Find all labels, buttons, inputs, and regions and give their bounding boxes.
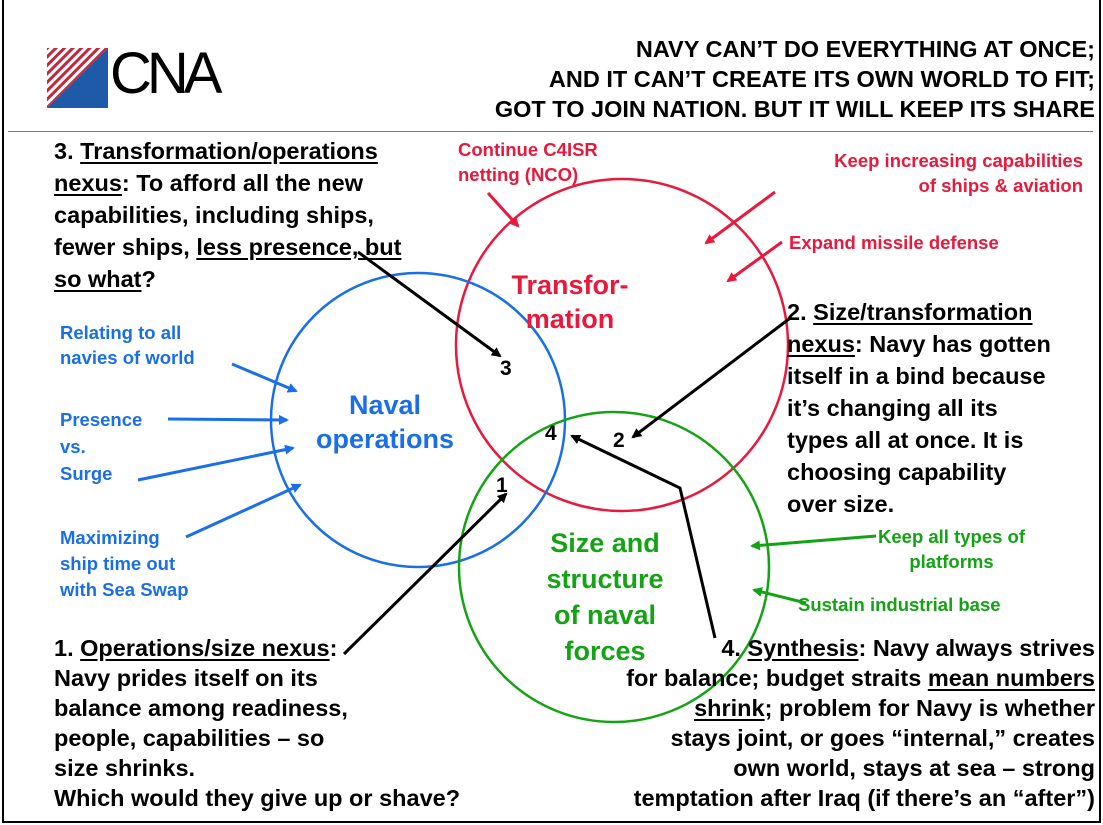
nexus-2-text: 2. Size/transformation nexus: Navy has g…	[787, 299, 1051, 517]
number-4: 4	[545, 422, 557, 445]
note-presence-surge: Presence vs. Surge	[60, 409, 143, 484]
operations-label: Naval operations	[315, 390, 455, 454]
note-platforms: Keep all types of platforms	[878, 526, 1026, 572]
nexus-1-text: 1. Operations/size nexus: Navy prides it…	[54, 635, 461, 811]
black-arrow-2	[631, 317, 790, 439]
synthesis-text: 4. Synthesis: Navy always strives for ba…	[626, 635, 1095, 811]
green-arrow-industrial	[752, 587, 807, 605]
red-arrow-missile	[726, 240, 783, 283]
note-industrial-base: Sustain industrial base	[798, 594, 1001, 615]
cna-logo-text: CNA	[110, 41, 222, 106]
transformation-label: Transfor- mation	[511, 270, 629, 334]
black-arrow-3	[357, 250, 502, 358]
nexus-3-text: 3. Transformation/operations nexus: To a…	[54, 138, 402, 292]
blue-arrow-swap	[185, 483, 302, 539]
note-missile-defense: Expand missile defense	[789, 232, 999, 253]
title-divider	[8, 131, 1093, 132]
blue-arrow-presence	[167, 414, 289, 425]
note-capabilities: Keep increasing capabilities of ships & …	[834, 150, 1083, 196]
title-line-3: GOT TO JOIN NATION. BUT IT WILL KEEP ITS…	[494, 96, 1095, 122]
number-2: 2	[613, 429, 625, 452]
transformation-circle	[454, 177, 790, 513]
number-1: 1	[496, 474, 508, 497]
note-c4isr: Continue C4ISR netting (NCO)	[458, 139, 598, 185]
note-sea-swap: Maximizing ship time out with Sea Swap	[60, 527, 189, 600]
blue-arrow-navies	[231, 362, 298, 393]
size-circle	[457, 410, 771, 724]
red-arrow-c4isr	[486, 191, 520, 228]
black-arrow-1	[342, 492, 508, 656]
green-arrow-types	[750, 534, 877, 551]
black-arrow-4	[570, 434, 717, 639]
blue-arrow-surge	[137, 444, 295, 482]
cna-logo-icon	[47, 48, 108, 108]
number-3: 3	[500, 357, 512, 380]
title-line-1: NAVY CAN’T DO EVERYTHING AT ONCE;	[635, 36, 1095, 62]
size-label: Size and structure of naval forces	[546, 528, 664, 666]
slide-title: NAVY CAN’T DO EVERYTHING AT ONCE; AND IT…	[335, 34, 1095, 124]
red-arrow-capabilities	[704, 190, 776, 245]
note-navies: Relating to all navies of world	[60, 322, 195, 368]
title-line-2: AND IT CAN’T CREATE ITS OWN WORLD TO FIT…	[548, 66, 1095, 92]
